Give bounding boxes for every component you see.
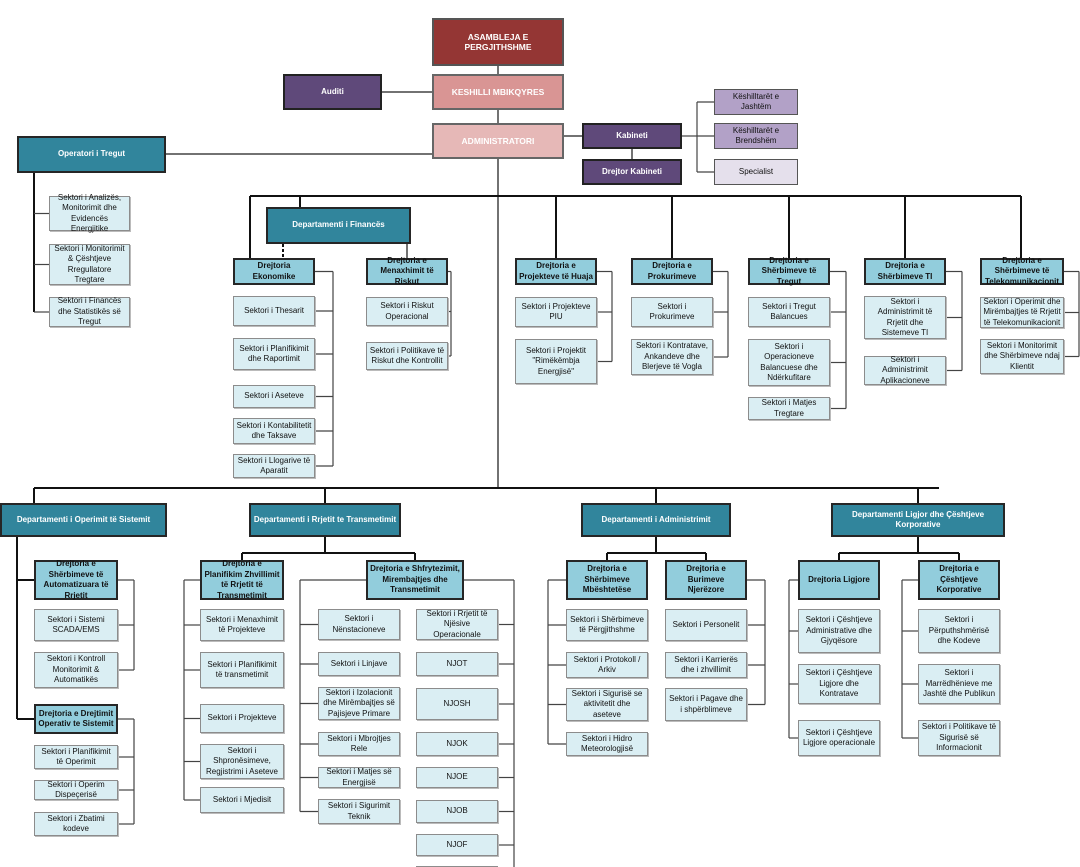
org-box-risk: Drejtoria e Menaxhimit të Riskut (366, 256, 448, 286)
org-box-sb7: NJOF (416, 834, 498, 856)
org-box-sb2: NJOT (416, 652, 498, 676)
org-box-kor: Drejtoria e Çështjeve Korporative (918, 560, 1000, 600)
org-box-ov3: Sektori i Zbatimi kodeve (34, 812, 118, 836)
org-box-lg1: Sektori i Çështjeve Administrative dhe G… (798, 609, 880, 653)
org-box-lg2: Sektori i Çështjeve Ligjore dhe Kontrata… (798, 664, 880, 704)
org-box-kabineti: Kabineti (582, 123, 682, 149)
org-box-hu1: Sektori i Projekteve PIU (515, 297, 597, 327)
org-box-drejtor-kab: Drejtor Kabineti (582, 159, 682, 185)
org-box-oper: Drejtoria e Drejtimit Operativ te Sistem… (34, 704, 118, 734)
org-box-bu3: Sektori i Pagave dhe i shpërblimeve (665, 688, 747, 721)
org-box-ko3: Sektori i Politikave të Sigurisë së Info… (918, 720, 1000, 756)
org-box-sb4: NJOK (416, 732, 498, 756)
org-box-ti: Drejtoria e Shërbimeve TI (864, 258, 946, 285)
org-box-ekon: Drejtoria Ekonomike (233, 258, 315, 285)
org-box-auditi: Auditi (283, 74, 382, 110)
org-box-ko1: Sektori i Përputhshmërisë dhe Kodeve (918, 609, 1000, 653)
org-box-bu2: Sektori i Karrierës dhe i zhvillimit (665, 652, 747, 678)
org-box-ov2: Sektori i Operim Dispeçerisë (34, 780, 118, 800)
org-box-rk2: Sektori i Politikave të Riskut dhe Kontr… (366, 342, 448, 370)
org-box-sb3: NJOSH (416, 688, 498, 720)
org-box-ti1: Sektori i Administrimit të Rrjetit dhe S… (864, 296, 946, 339)
org-box-plan: Drejtoria e Planifikim Zhvillimit të Rrj… (200, 559, 284, 600)
org-box-tregut: Drejtoria e Shërbimeve të Tregut (748, 256, 830, 286)
org-box-pl1: Sektori i Menaxhimit të Projekteve (200, 609, 284, 641)
org-box-lig: Drejtoria Ligjore (798, 560, 880, 600)
org-box-mb4: Sektori i Hidro Meteorologjisë (566, 732, 648, 756)
org-box-pl4: Sektori i Shpronësimeve, Regjistrimi i A… (200, 744, 284, 779)
org-box-sa3: Sektori i Izolacionit dhe Mirëmbajtjes s… (318, 687, 400, 720)
org-box-pl5: Sektori i Mjedisit (200, 787, 284, 813)
org-box-ek3: Sektori i Aseteve (233, 385, 315, 408)
org-box-sb1: Sektori i Rrjetit të Njësive Operacional… (416, 609, 498, 640)
org-box-huaja: Drejtoria e Projekteve të Huaja (515, 258, 597, 285)
org-box-shf: Drejtoria e Shfrytezimit, Mirembajtjes d… (366, 560, 464, 600)
org-box-au2: Sektori i Kontroll Monitorimit & Automat… (34, 652, 118, 688)
org-box-prok: Drejtoria e Prokurimeve (631, 258, 713, 285)
org-box-tel: Drejtoria e Shërbimeve të Telekomunikaci… (980, 256, 1064, 286)
org-box-te2: Sektori i Monitorimit dhe Shërbimeve nda… (980, 339, 1064, 374)
org-box-auto: Drejtoria e Shërbimeve të Automatizuara … (34, 559, 118, 600)
org-box-sa5: Sektori i Matjes së Energjisë (318, 767, 400, 788)
org-box-ov1: Sektori i Planifikimit të Operimit (34, 745, 118, 769)
org-box-op1: Sektori i Analizës, Monitorimit dhe Evid… (49, 193, 130, 233)
org-box-op3: Sektori i Financës dhe Statistikës së Tr… (49, 296, 130, 327)
org-box-mbe: Drejtoria e Shërbimeve Mbështetëse (566, 560, 648, 600)
org-box-sa2: Sektori i Linjave (318, 652, 400, 676)
org-box-bur: Drejtoria e Burimeve Njerëzore (665, 560, 747, 600)
org-box-sb6: NJOB (416, 800, 498, 823)
org-box-hu2: Sektori i Projektit "Rimëkëmbja Energjis… (515, 339, 597, 384)
org-box-au1: Sektori i Sistemi SCADA/EMS (34, 609, 118, 641)
org-box-k-brendshem: Këshilltarët e Brendshëm (714, 123, 798, 149)
org-box-ek1: Sektori i Thesarit (233, 296, 315, 326)
org-box-ek2: Sektori i Planifikimit dhe Raportimit (233, 338, 315, 370)
org-box-pr2: Sektori i Kontratave, Ankandeve dhe Bler… (631, 339, 713, 375)
org-box-fin: Departamenti i Financës (266, 207, 411, 244)
org-box-tr3: Sektori i Matjes Tregtare (748, 397, 830, 420)
org-box-dlg: Departamenti Ligjor dhe Çështjeve Korpor… (831, 503, 1005, 537)
org-box-sa6: Sektori i Sigurimit Teknik (318, 799, 400, 824)
org-box-sb5: NJOE (416, 767, 498, 788)
org-box-pl3: Sektori i Projekteve (200, 704, 284, 733)
org-box-ko2: Sektori i Marrëdhënieve me Jashtë dhe Pu… (918, 664, 1000, 704)
org-box-admin: ADMINISTRATORI (432, 123, 564, 159)
org-box-dad: Departamenti i Administrimit (581, 503, 731, 537)
org-box-mb2: Sektori i Protokoll / Arkiv (566, 652, 648, 678)
org-box-lg3: Sektori i Çështjeve Ligjore operacionale (798, 720, 880, 756)
org-box-mb3: Sektori i Sigurisë se aktivitetit dhe as… (566, 688, 648, 721)
org-box-ek4: Sektori i Kontabilitetit dhe Taksave (233, 418, 315, 444)
org-box-drr: Departamenti i Rrjetit te Transmetimit (249, 503, 401, 537)
org-box-k-jashtem: Këshilltarët e Jashtëm (714, 89, 798, 115)
org-box-asamblea: ASAMBLEJA E PERGJITHSHME (432, 18, 564, 66)
org-box-sa4: Sektori i Mbrojtjes Rele (318, 732, 400, 756)
org-box-specialist: Specialist (714, 159, 798, 185)
org-box-pr1: Sektori i Prokurimeve (631, 297, 713, 327)
org-box-pl2: Sektori i Planifikimit të transmetimit (200, 652, 284, 688)
org-box-mb1: Sektori i Shërbimeve të Përgjithshme (566, 609, 648, 641)
org-box-ti2: Sektori i Administrimit Aplikacioneve (864, 355, 946, 385)
org-box-dop: Departamenti i Operimit të Sistemit (0, 503, 167, 537)
org-box-operatori: Operatori i Tregut (17, 136, 166, 173)
org-box-tr2: Sektori i Operacioneve Balancuese dhe Nd… (748, 339, 830, 386)
org-box-sa1: Sektori i Nënstacioneve (318, 609, 400, 640)
org-box-op2: Sektori i Monitorimit & Çështjeve Rregul… (49, 244, 130, 285)
org-box-te1: Sektori i Operimit dhe Mirëmbajtjes të R… (980, 297, 1064, 328)
org-box-keshilli: KESHILLI MBIKQYRES (432, 74, 564, 110)
org-box-bu1: Sektori i Personelit (665, 609, 747, 641)
org-box-rk1: Sektori i Riskut Operacional (366, 297, 448, 326)
org-box-ek5: Sektori i Llogarive të Aparatit (233, 454, 315, 478)
org-box-tr1: Sektori i Tregut Balancues (748, 297, 830, 327)
